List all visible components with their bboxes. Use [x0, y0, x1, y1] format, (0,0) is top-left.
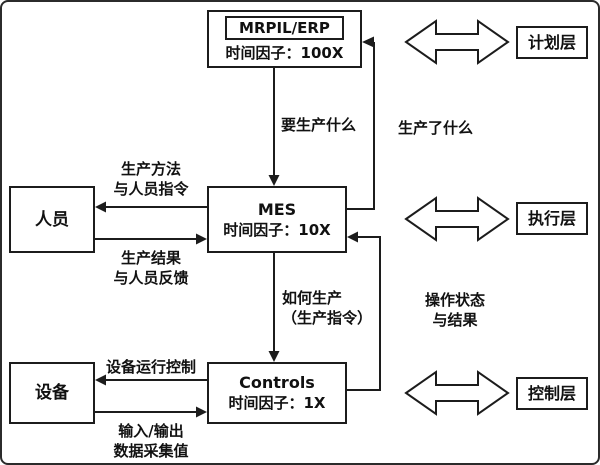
equipment-node: 设备: [9, 362, 95, 424]
edge-label-io-data-line1: 输入/输出: [118, 422, 184, 440]
edge-label-production-result-line2: 与人员反馈: [113, 269, 189, 287]
controls-to-equipment-arrowhead-icon: [95, 374, 106, 386]
edge-label-io-data: 输入/输出 数据采集值: [101, 421, 201, 461]
edge-label-production-result-line1: 生产结果: [120, 249, 181, 267]
control-layer-double-arrow-icon: [404, 370, 510, 416]
edge-label-production-method: 生产方法 与人员指令: [101, 159, 201, 199]
edge-label-what-was-produced: 生产了什么: [398, 119, 474, 137]
controls-node: Controls 时间因子：1X: [207, 362, 347, 424]
controls-title: Controls: [239, 373, 315, 392]
edge-label-operation-status-line1: 操作状态: [424, 291, 485, 309]
controls-factor: 时间因子：1X: [228, 394, 326, 412]
edge-label-production-result: 生产结果 与人员反馈: [101, 248, 201, 288]
erp-to-mes-arrowhead-icon: [268, 175, 280, 186]
mes-to-personnel-arrowhead-icon: [95, 201, 106, 213]
erp-title-box: MRPIL/ERP: [225, 15, 344, 40]
mes-factor: 时间因子：10X: [223, 220, 331, 239]
execute-layer-double-arrow-icon: [404, 196, 510, 242]
edge-label-equipment-control: 设备运行控制: [105, 358, 196, 376]
edge-label-operation-status-line2: 与结果: [432, 311, 478, 329]
edge-label-io-data-line2: 数据采集值: [113, 442, 189, 460]
mes-to-erp-line: [347, 42, 375, 210]
edge-label-how-to-produce-line2: （生产指令）: [282, 309, 373, 327]
personnel-to-mes-arrowhead-icon: [196, 233, 207, 245]
plan-layer-label: 计划层: [527, 32, 576, 52]
control-layer-node: 控制层: [516, 377, 588, 410]
edge-label-production-method-line1: 生产方法: [120, 160, 181, 178]
personnel-node: 人员: [9, 186, 95, 253]
personnel-label: 人员: [35, 209, 69, 230]
edge-label-how-to-produce: 如何生产 （生产指令）: [282, 288, 372, 328]
equipment-to-controls-arrowhead-icon: [196, 406, 207, 418]
erp-factor: 时间因子：100X: [225, 43, 344, 62]
edge-label-production-method-line2: 与人员指令: [113, 180, 189, 198]
equipment-label: 设备: [35, 383, 69, 403]
execute-layer-node: 执行层: [516, 202, 588, 235]
control-layer-label: 控制层: [527, 383, 576, 403]
erp-title: MRPIL/ERP: [239, 18, 330, 37]
execute-layer-label: 执行层: [527, 208, 576, 228]
mes-to-controls-arrowhead-icon: [268, 351, 280, 362]
mes-title: MES: [257, 199, 297, 219]
mes-to-erp-arrowhead-icon: [362, 36, 374, 48]
controls-to-mes-arrowhead-icon: [347, 231, 358, 243]
edge-label-operation-status: 操作状态 与结果: [410, 290, 500, 330]
edge-label-how-to-produce-line1: 如何生产: [282, 289, 343, 307]
erp-node: MRPIL/ERP 时间因子：100X: [207, 10, 362, 68]
edge-label-what-to-produce: 要生产什么: [281, 116, 357, 134]
controls-to-mes-line: [347, 236, 381, 391]
plan-layer-node: 计划层: [516, 26, 588, 59]
mes-node: MES 时间因子：10X: [207, 186, 347, 253]
plan-layer-double-arrow-icon: [404, 19, 510, 65]
